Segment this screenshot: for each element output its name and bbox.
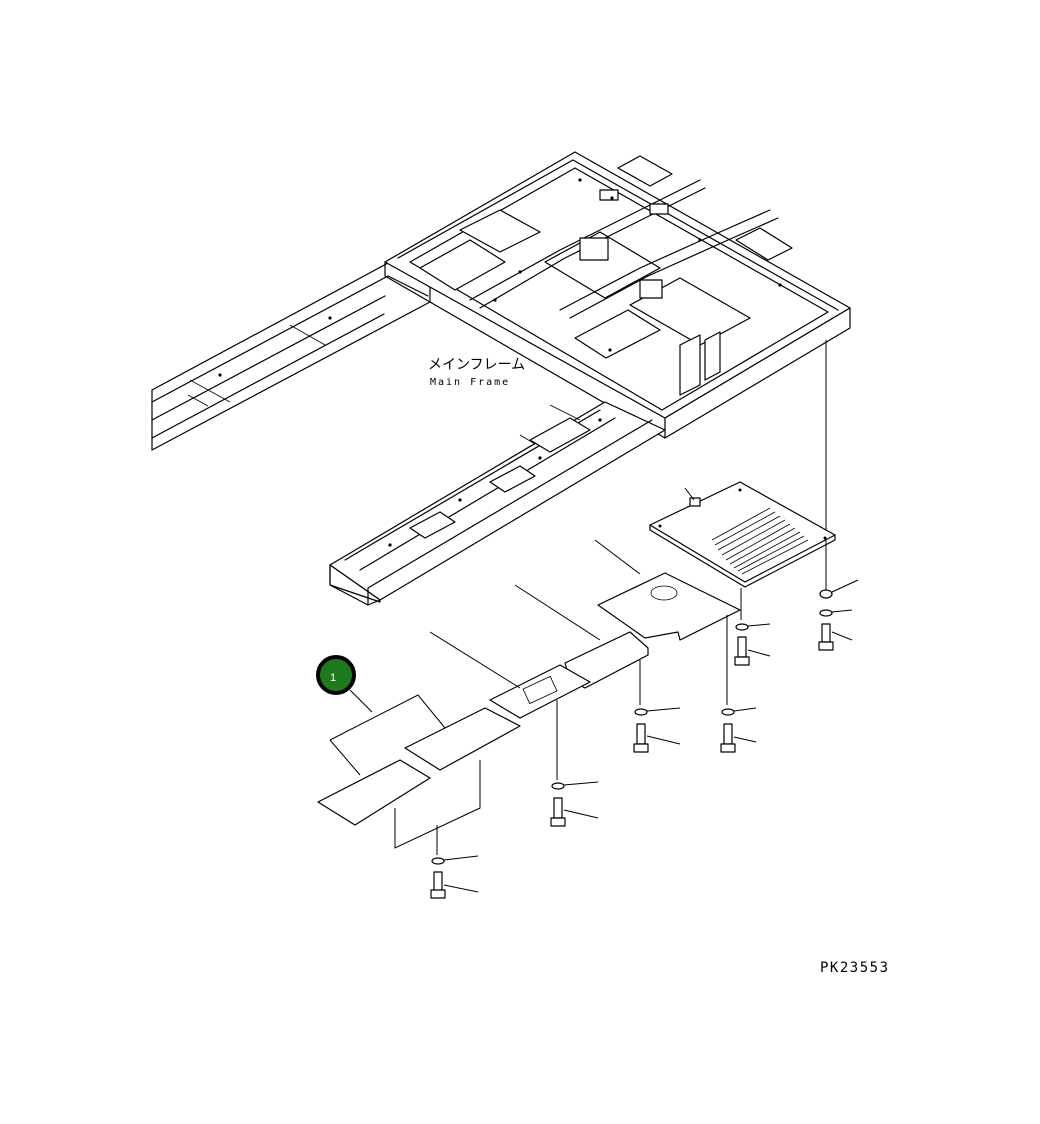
frame-bolt-holes: [218, 178, 782, 547]
callout-number: 1: [330, 672, 336, 684]
drawing-code: PK23553: [820, 960, 890, 976]
center-round-cover: [597, 572, 741, 641]
front-cover: [317, 707, 521, 826]
middle-cover: [489, 631, 649, 719]
main-frame: [151, 151, 851, 606]
main-frame-label-jp: メインフレーム: [428, 357, 525, 373]
fasteners: [430, 579, 859, 899]
callout-badge-1[interactable]: 1: [316, 655, 356, 695]
rear-vent-cover: [649, 481, 836, 588]
main-frame-label-en: Main Frame: [430, 377, 510, 388]
